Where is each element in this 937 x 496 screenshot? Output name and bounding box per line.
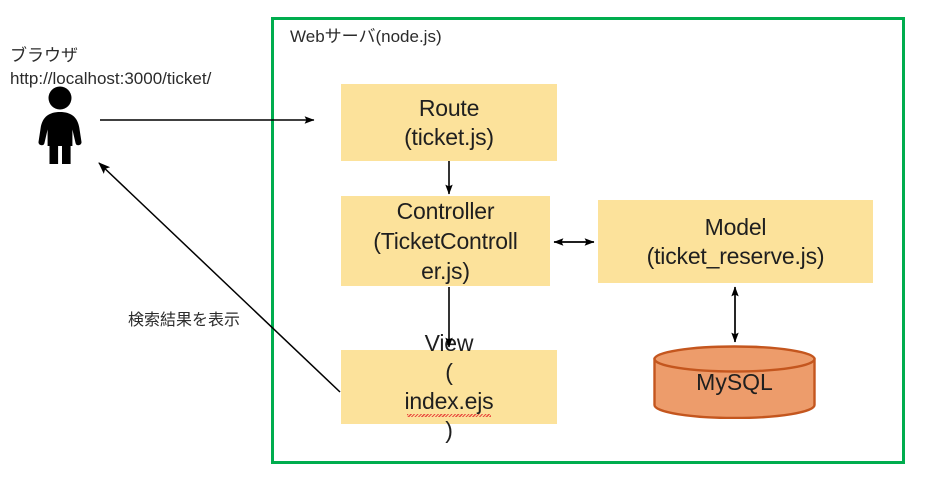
node-route-title: Route xyxy=(418,94,480,121)
node-model-title: Model xyxy=(704,213,767,240)
node-view-file-name: index.ejs xyxy=(404,388,494,417)
node-controller[interactable]: Controller (TicketControll er.js) xyxy=(341,196,550,286)
server-boundary-label: Webサーバ(node.js) xyxy=(290,27,442,46)
node-view-file: ( index.ejs) xyxy=(405,358,494,445)
node-view-file-open-paren: ( xyxy=(445,359,453,385)
node-view-title: View xyxy=(424,330,474,356)
node-controller-file-part2: er.js) xyxy=(421,258,470,284)
node-route[interactable]: Route (ticket.js) xyxy=(341,84,557,161)
node-controller-title: Controller xyxy=(396,198,495,224)
node-view[interactable]: View ( index.ejs) xyxy=(341,330,557,443)
node-route-file: (ticket.js) xyxy=(404,123,494,150)
browser-url: http://localhost:3000/ticket/ xyxy=(10,69,212,88)
node-view-file-close-paren: ) xyxy=(445,417,453,443)
node-model[interactable]: Model (ticket_reserve.js) xyxy=(598,200,873,283)
browser-caption: ブラウザ http://localhost:3000/ticket/ xyxy=(10,44,211,90)
browser-label: ブラウザ xyxy=(10,46,78,65)
node-model-file: (ticket_reserve.js) xyxy=(646,242,825,269)
connector-label-search-result: 検索結果を表示 xyxy=(128,312,241,329)
database-cylinder-mysql[interactable] xyxy=(653,345,816,419)
node-controller-file-part1: (TicketControll xyxy=(373,228,518,254)
person-icon xyxy=(38,86,82,164)
